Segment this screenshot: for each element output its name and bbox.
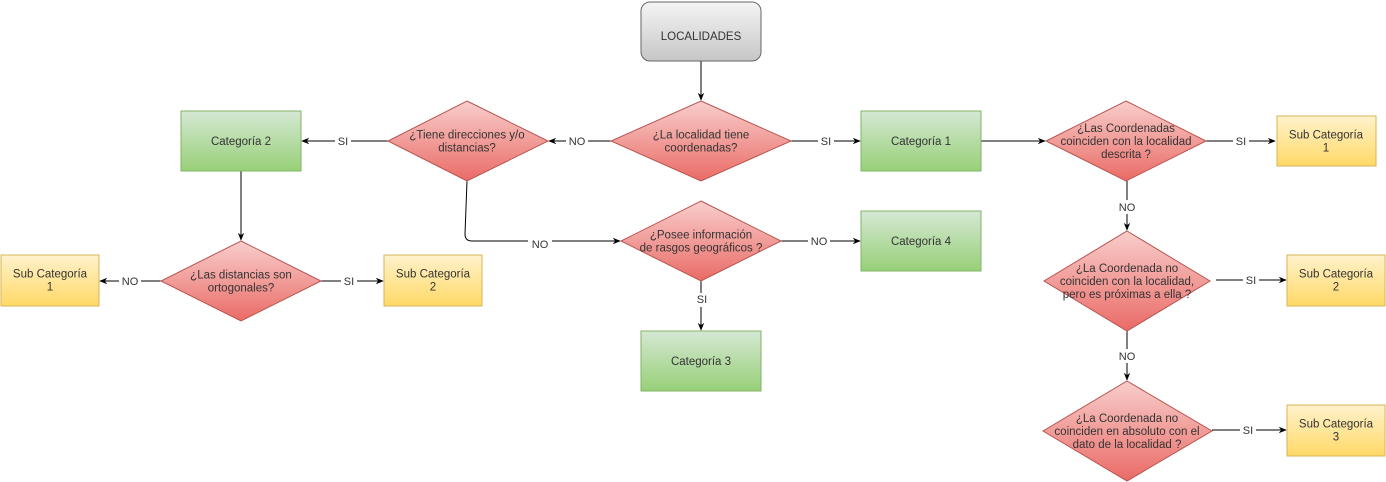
node-text-line: Sub Categoría [13,269,88,281]
label-rasgos-si: SI [697,294,707,306]
node-categoria-3[interactable]: Categoría 3 [640,330,762,392]
node-start-localidades[interactable]: LOCALIDADES [640,1,762,62]
node-text-line: coinciden con la localidad, [1060,276,1194,288]
node-start-text: LOCALIDADES [661,31,742,43]
categoria-2-text: Categoría 2 [211,136,271,148]
label-ortogonales-no: NO [122,276,139,288]
label-direcciones-no: NO [532,239,549,251]
node-text-line: ¿La Coordenada no [1076,413,1178,425]
node-text-line: 2 [1333,282,1339,294]
node-text-line: pero es próximas a ella ? [1063,289,1191,301]
node-text-line: descrita ? [1101,149,1151,161]
node-categoria-2[interactable]: Categoría 2 [180,110,302,172]
node-text-line: ¿Tiene direcciones y/o [409,130,524,142]
node-text-line: Categoría 4 [891,236,952,248]
categoria-4-text: Categoría 4 [891,236,952,248]
label-direcciones-si: SI [338,136,348,148]
node-text-line: 2 [430,282,436,294]
node-categoria-4[interactable]: Categoría 4 [860,210,982,272]
node-text-line: Sub Categoría [1299,419,1374,431]
node-text-line: Categoría 3 [671,356,731,368]
node-text-line: ¿Posee información [650,230,752,242]
node-text-line: 1 [47,282,53,294]
label-ortogonales-si: SI [344,276,354,288]
edge-labels: NO SI SI NO NO SI NO SI SI NO SI NO SI [119,134,1259,437]
node-text-line: 1 [1323,143,1329,155]
node-text-line: ¿La localidad tiene [653,130,750,142]
node-text-line: distancias? [438,143,496,155]
node-text-line: Categoría 1 [891,136,951,148]
categoria-1-text: Categoría 1 [891,136,951,148]
node-text-line: LOCALIDADES [661,31,742,43]
label-coinciden-no: NO [1119,202,1136,214]
node-text-line: ¿Las Coordenadas [1077,123,1175,135]
node-text-line: coinciden en absoluto con el [1054,426,1199,438]
node-text-line: de rasgos geográficos ? [640,243,763,255]
categoria-3-text: Categoría 3 [671,356,731,368]
label-coinciden-si: SI [1236,136,1246,148]
label-coords-no: NO [569,136,586,148]
label-coords-si: SI [821,136,831,148]
edge-direcciones-no [464,180,621,245]
node-text-line: Sub Categoría [396,269,471,281]
node-text-line: Sub Categoría [1299,269,1374,281]
node-text-line: 3 [1333,432,1339,444]
node-categoria-1[interactable]: Categoría 1 [860,110,982,172]
node-text-line: dato de la localidad ? [1073,439,1182,451]
node-text-line: Sub Categoría [1289,130,1364,142]
node-text-line: coordenadas? [665,143,738,155]
node-text-line: ¿La Coordenada no [1076,263,1178,275]
node-text-line: coinciden con la localidad [1060,136,1191,148]
label-rasgos-no: NO [811,236,828,248]
node-text-line: ¿Las distancias son [190,270,292,282]
node-text-line: Categoría 2 [211,136,271,148]
label-absoluto-si: SI [1243,425,1253,437]
label-proximas-no: NO [1119,351,1136,363]
label-proximas-si: SI [1246,275,1256,287]
node-text-line: ortogonales? [208,283,275,295]
